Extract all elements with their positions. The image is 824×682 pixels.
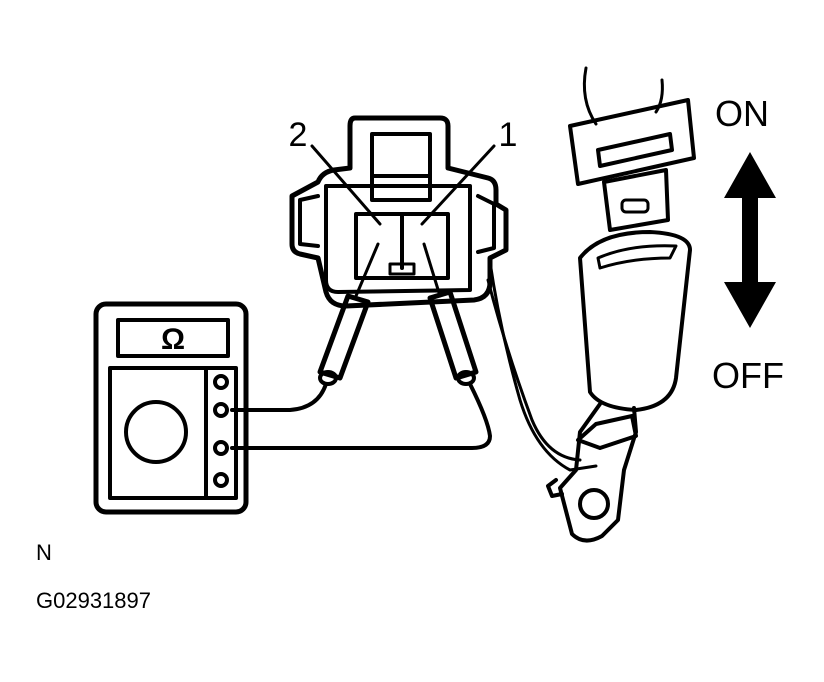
ohmmeter-symbol: Ω [161, 323, 185, 356]
view-label: N [36, 540, 52, 565]
buckle-opening [596, 244, 678, 270]
terminal-shorting-bar [388, 262, 416, 276]
tongue-blade-hole [620, 198, 650, 214]
buckle-bolt [578, 488, 610, 520]
pin-2-label: 2 [289, 116, 308, 154]
ohmmeter-jack-strip [204, 366, 238, 500]
tongue-slot [596, 132, 674, 168]
pin-2-leader [310, 144, 382, 226]
probe-right [422, 242, 479, 386]
on-off-arrow [724, 152, 776, 328]
ohmmeter-dial [124, 400, 188, 464]
buckle-strap [558, 402, 638, 543]
buckle-wire [488, 260, 598, 472]
buckle-clip [576, 414, 638, 450]
connector-side-tab-right [476, 194, 496, 254]
off-label: OFF [712, 355, 784, 396]
probe-left [317, 242, 380, 386]
jack-4 [213, 472, 229, 488]
ohmmeter: Ω [93, 301, 249, 515]
pin-1-label: 1 [499, 116, 518, 154]
lead-wire-lower [230, 382, 492, 450]
seat-belt-tongue [568, 66, 696, 232]
pin-1-leader [420, 144, 496, 226]
connector-inner-frame [324, 184, 472, 294]
jack-1 [213, 374, 229, 390]
ohmmeter-display [116, 318, 230, 358]
jack-3 [213, 440, 229, 456]
tongue-plate [568, 98, 696, 186]
ohmmeter-body [93, 301, 249, 515]
jack-2 [213, 402, 229, 418]
buckle-body [578, 230, 692, 412]
connector [289, 115, 509, 309]
seat-belt-buckle [486, 230, 692, 543]
connector-latch [370, 132, 432, 202]
connector-side-tab-left [298, 194, 320, 248]
figure-id: G02931897 [36, 588, 151, 613]
buckle-bolt-stud [546, 478, 564, 498]
lead-wire-upper [230, 382, 328, 412]
on-label: ON [715, 93, 769, 134]
connector-housing [289, 115, 509, 309]
tongue-blade [602, 168, 670, 232]
